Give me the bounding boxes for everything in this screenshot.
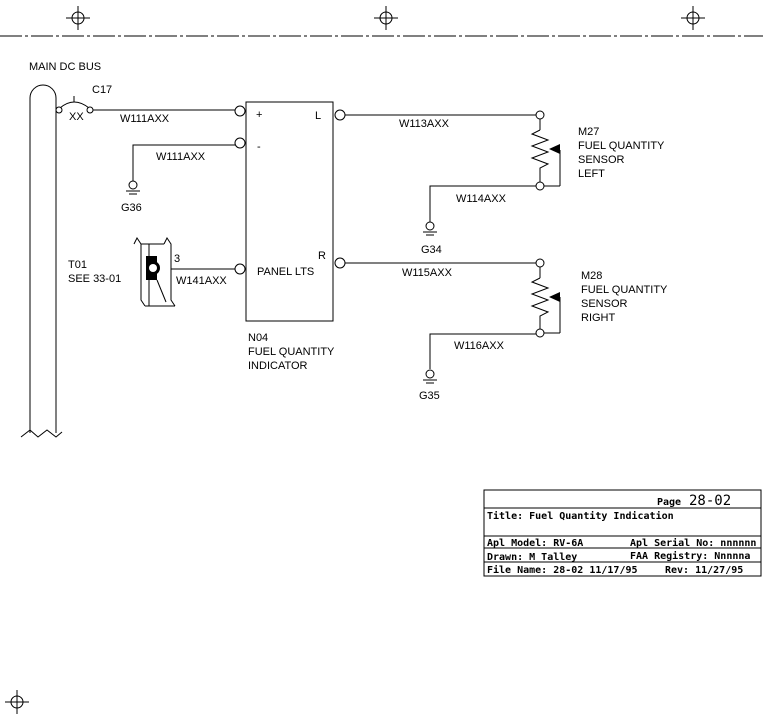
m27-terminal-bottom: [535, 181, 545, 191]
t01-see-ref: SEE 33-01: [68, 273, 121, 285]
title-block-page-label: Page: [657, 497, 681, 508]
wire-m27-to-ground: [429, 185, 536, 222]
m28-line2: SENSOR: [581, 298, 628, 310]
breaker-rating: XX: [69, 111, 84, 123]
m27-line2: SENSOR: [578, 154, 625, 166]
wire-label-m28-to-ground: W116AXX: [454, 340, 505, 352]
registration-mark-bottom-left: [5, 690, 29, 714]
bus-label: MAIN DC BUS: [29, 61, 101, 73]
indicator-terminal-r: [334, 257, 346, 269]
title-block-model: Apl Model: RV-6A: [487, 538, 583, 549]
breaker-terminal-a: [55, 106, 63, 114]
wire-minus-to-ground: [132, 144, 235, 181]
title-block: [483, 489, 762, 577]
ground-g35: [423, 369, 437, 384]
indicator-ref: N04: [248, 332, 268, 344]
m28-resistor: [530, 277, 550, 331]
m28-line1: FUEL QUANTITY: [581, 284, 668, 296]
title-block-file: File Name: 28-02 11/17/95: [487, 564, 638, 576]
title-block-rev: Rev: 11/27/95: [665, 565, 743, 576]
ground-label-g35: G35: [419, 390, 440, 402]
t01-ref: T01: [68, 259, 87, 271]
breaker-arc: [59, 101, 90, 109]
wire-m28-to-ground: [429, 333, 536, 369]
indicator-terminal-panel-lts: [234, 263, 246, 275]
indicator-name-line1: FUEL QUANTITY: [248, 346, 335, 358]
m27-line3: LEFT: [578, 168, 605, 180]
title-block-page-value: 28-02: [689, 493, 731, 509]
breaker-terminal-b: [86, 106, 94, 114]
pin-label-minus: -: [257, 141, 261, 153]
title-block-registry: FAA Registry: Nnnnna: [630, 550, 750, 562]
t01-pin: 3: [174, 253, 180, 265]
indicator-terminal-plus: [234, 105, 246, 117]
wire-label-r-to-m28: W115AXX: [402, 267, 453, 279]
breaker-ref: C17: [92, 84, 112, 96]
title-block-title: Title: Fuel Quantity Indication: [487, 510, 674, 522]
ground-g34: [423, 221, 437, 236]
indicator-terminal-l: [334, 109, 346, 121]
indicator-box: [245, 101, 334, 322]
pin-label-r: R: [318, 250, 326, 262]
title-block-drawn: Drawn: M Talley: [487, 552, 577, 563]
m28-line3: RIGHT: [581, 312, 616, 324]
wire-label-l-to-m27: W113AXX: [399, 118, 450, 130]
m28-terminal-bottom: [535, 328, 545, 338]
m27-wiper-arrow: [549, 144, 560, 154]
t01-connector: [133, 237, 176, 307]
wire-label-bus-to-plus: W111AXX: [120, 113, 170, 125]
m28-terminal-top: [535, 258, 545, 268]
ground-label-g34: G34: [421, 244, 442, 256]
pin-label-l: L: [315, 110, 321, 122]
registration-mark-top-left: [66, 6, 90, 30]
main-dc-bus: [29, 84, 57, 433]
wire-label-t01-to-panel: W141AXX: [176, 275, 227, 287]
ground-g36: [126, 180, 140, 195]
indicator-name-line2: INDICATOR: [248, 360, 308, 372]
ground-label-g36: G36: [121, 202, 142, 214]
bus-break-mark: [20, 429, 63, 438]
wire-label-minus-to-ground: W111AXX: [156, 151, 206, 163]
m27-line1: FUEL QUANTITY: [578, 140, 665, 152]
m27-ref: M27: [578, 126, 599, 138]
registration-mark-top-right: [681, 6, 705, 30]
m28-ref: M28: [581, 270, 602, 282]
pin-label-plus: +: [256, 109, 262, 121]
m27-resistor: [530, 129, 550, 184]
wire-label-m27-to-ground: W114AXX: [456, 193, 507, 205]
m27-terminal-top: [535, 110, 545, 120]
indicator-terminal-minus: [234, 137, 246, 149]
title-block-serial: Apl Serial No: nnnnnn: [630, 537, 756, 549]
m28-wiper-arrow: [549, 292, 560, 302]
pin-label-panel-lts: PANEL LTS: [257, 266, 314, 278]
registration-mark-top-center: [374, 6, 398, 30]
